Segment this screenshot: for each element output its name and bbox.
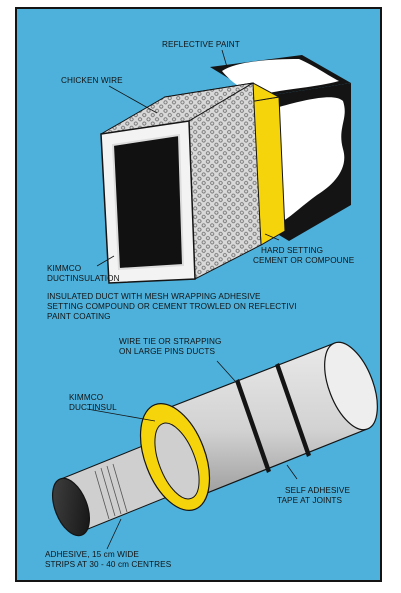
- label-self-adhesive-1: SELF ADHESIVE: [285, 486, 350, 495]
- label-kimmco-ductinsul-1: KIMMCO: [69, 393, 103, 402]
- caption-line-1: INSULATED DUCT WITH MESH WRAPPING ADHESI…: [47, 292, 261, 301]
- label-kimmco-ductinsul-2: DUCTINSUL: [69, 403, 117, 412]
- label-wire-tie-2: ON LARGE PINS DUCTS: [119, 347, 216, 356]
- diagram-frame: REFLECTIVE PAINT CHICKEN WIRE KIMMCO DUC…: [15, 7, 382, 582]
- caption-line-2: SETTING COMPOUND OR CEMENT TROWLED ON RE…: [47, 302, 297, 311]
- label-hard-setting-2: CEMENT OR COMPOUNE: [253, 256, 355, 265]
- label-adhesive-1: ADHESIVE, 15 cm WIDE: [45, 550, 139, 559]
- duct-front-opening: [113, 135, 183, 269]
- label-adhesive-2: STRIPS AT 30 - 40 cm CENTRES: [45, 560, 172, 569]
- label-kimmco-ductinsulation-2: DUCTINSULATION: [47, 274, 120, 283]
- label-reflective-paint: REFLECTIVE PAINT: [162, 40, 240, 49]
- label-kimmco-ductinsulation-1: KIMMCO: [47, 264, 81, 273]
- label-chicken-wire: CHICKEN WIRE: [61, 76, 123, 85]
- label-self-adhesive-2: TAPE AT JOINTS: [277, 496, 343, 505]
- label-hard-setting-1: HARD SETTING: [261, 246, 323, 255]
- duct-insulation-illustration: REFLECTIVE PAINT CHICKEN WIRE KIMMCO DUC…: [17, 9, 380, 580]
- label-wire-tie-1: WIRE TIE OR STRAPPING: [119, 337, 222, 346]
- caption-line-3: PAINT COATING: [47, 312, 111, 321]
